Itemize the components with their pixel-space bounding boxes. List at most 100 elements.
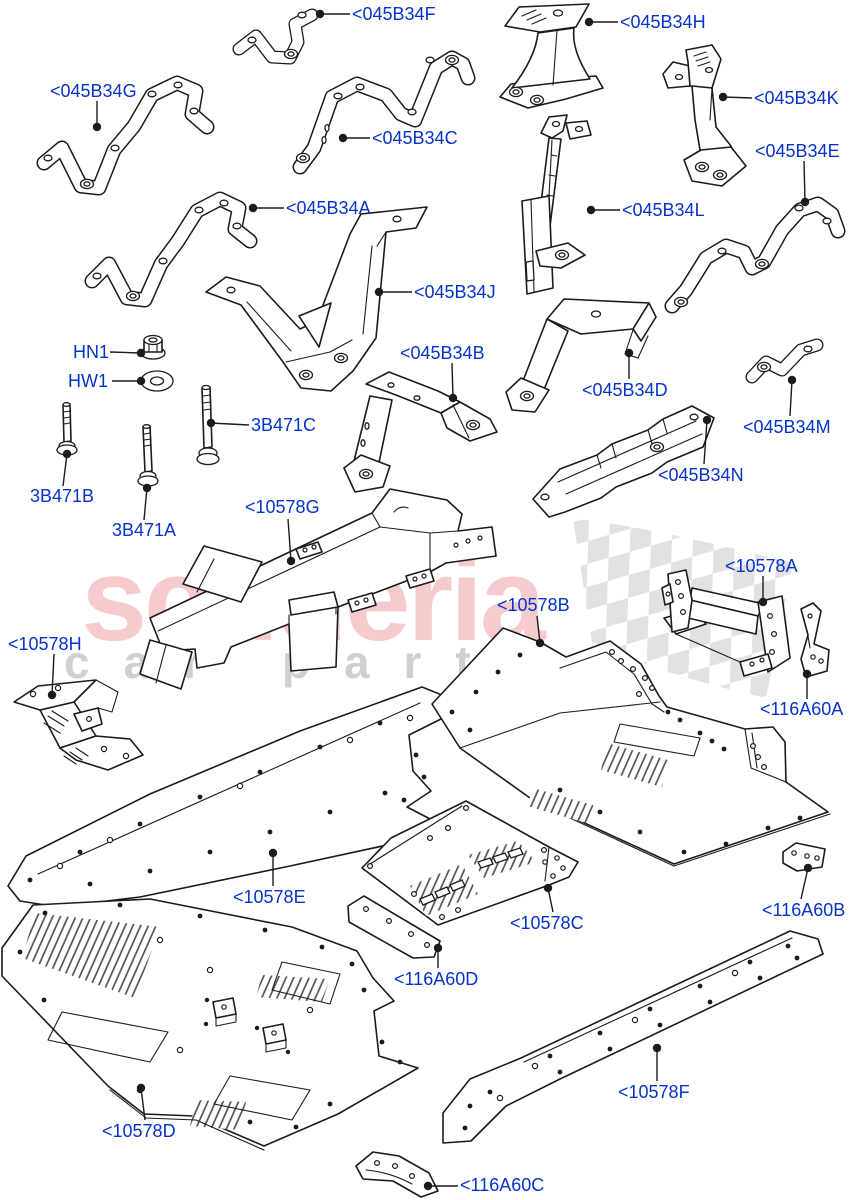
part-label-3B471A[interactable]: 3B471A — [112, 520, 177, 540]
leader-dot-10578G — [286, 556, 296, 566]
part-045B34M-drawing — [745, 338, 824, 384]
part-label-116A60A[interactable]: <116A60A — [760, 699, 844, 719]
part-label-045B34K[interactable]: <045B34K — [754, 88, 839, 108]
part-label-HN1[interactable]: HN1 — [73, 342, 110, 362]
leader-dot-045B34K — [718, 92, 728, 102]
part-label-10578C[interactable]: <10578C — [510, 913, 584, 933]
leader-line-3B471C — [210, 422, 250, 426]
leader-dot-116A60C — [423, 1181, 433, 1191]
part-label-3B471C[interactable]: 3B471C — [251, 415, 317, 435]
part-label-045B34D[interactable]: <045B34D — [582, 380, 668, 400]
part-HW1-drawing — [140, 370, 174, 392]
part-label-045B34H[interactable]: <045B34H — [620, 12, 706, 32]
leader-dot-045B34J — [374, 287, 384, 297]
leader-dot-10578H — [47, 690, 57, 700]
leader-line-045B34E — [803, 160, 806, 203]
leader-dot-3B471C — [206, 418, 216, 428]
part-label-10578B[interactable]: <10578B — [497, 595, 570, 615]
part-116A60D-drawing — [347, 895, 441, 959]
leader-dot-10578B — [535, 638, 545, 648]
leader-line-10578D — [140, 1087, 146, 1121]
part-045B34N-drawing — [532, 405, 715, 518]
leader-dot-045B34A — [248, 203, 258, 213]
part-label-045B34L[interactable]: <045B34L — [622, 200, 705, 220]
leader-line-3B471B — [62, 453, 68, 487]
part-label-045B34M[interactable]: <045B34M — [743, 417, 831, 437]
part-045B34A-drawing — [84, 191, 258, 308]
part-label-HW1[interactable]: HW1 — [68, 371, 108, 391]
part-10578H-drawing — [13, 679, 144, 771]
part-label-045B34C[interactable]: <045B34C — [372, 128, 458, 148]
part-045B34B-drawing — [343, 371, 498, 493]
leader-dot-10578C — [543, 883, 553, 893]
part-045B34K-drawing — [662, 44, 747, 187]
part-label-10578A[interactable]: <10578A — [725, 556, 798, 576]
leader-dot-045B34D — [624, 348, 634, 358]
part-label-116A60C[interactable]: <116A60C — [460, 1175, 545, 1195]
leader-dot-HN1 — [136, 348, 146, 358]
part-116A60A-drawing — [800, 602, 830, 678]
part-116A60C-drawing — [355, 1151, 439, 1198]
leader-line-HN1 — [109, 351, 142, 354]
leader-dot-045B34C — [338, 133, 348, 143]
part-label-045B34A[interactable]: <045B34A — [286, 198, 371, 218]
part-label-045B34G[interactable]: <045B34G — [50, 81, 137, 101]
part-label-045B34J[interactable]: <045B34J — [414, 282, 496, 302]
part-045B34J-drawing — [205, 206, 428, 392]
part-label-10578F[interactable]: <10578F — [618, 1082, 690, 1102]
leader-line-045B34B — [451, 362, 454, 399]
part-label-045B34B[interactable]: <045B34B — [400, 343, 485, 363]
leader-dot-045B34N — [702, 415, 712, 425]
part-3B471A-drawing — [137, 424, 159, 487]
part-045B34D-drawing — [505, 298, 657, 413]
leader-dot-045B34F — [315, 9, 325, 19]
leader-dot-3B471B — [62, 449, 72, 459]
part-10578F-drawing — [442, 930, 824, 1144]
part-045B34G-drawing — [36, 75, 215, 196]
part-label-10578H[interactable]: <10578H — [8, 634, 82, 654]
part-10578A-drawing — [661, 569, 791, 677]
leader-dot-10578E — [268, 848, 278, 858]
leader-lines — [47, 9, 813, 1191]
part-10578B-drawing — [431, 627, 831, 867]
leader-line-10578H — [51, 653, 55, 696]
part-3B471C-drawing — [196, 384, 220, 466]
leader-dot-045B34B — [448, 393, 458, 403]
part-10578G-drawing — [139, 488, 497, 690]
leader-dot-116A60A — [802, 669, 812, 679]
part-label-116A60D[interactable]: <116A60D — [394, 969, 479, 989]
part-10578E-drawing — [7, 686, 453, 908]
part-045B34H-drawing — [499, 3, 604, 109]
part-label-10578E[interactable]: <10578E — [233, 887, 306, 907]
part-045B34E-drawing — [664, 196, 846, 314]
part-10578D-drawing — [1, 898, 419, 1151]
part-label-045B34E[interactable]: <045B34E — [755, 141, 840, 161]
leader-dot-10578D — [136, 1083, 146, 1093]
part-label-045B34N[interactable]: <045B34N — [658, 465, 744, 485]
leader-line-10578G — [287, 518, 292, 562]
leader-dot-045B34G — [92, 122, 102, 132]
leader-line-045B34K — [722, 96, 753, 99]
part-116A60B-drawing — [782, 842, 826, 872]
leader-line-045B34N — [703, 419, 708, 465]
part-3B471B-drawing — [56, 402, 78, 456]
leader-dot-3B471A — [142, 483, 152, 493]
part-label-10578G[interactable]: <10578G — [245, 497, 320, 517]
part-label-045B34F[interactable]: <045B34F — [352, 4, 436, 24]
leader-line-116A60B — [800, 867, 809, 900]
leader-line-10578B — [536, 615, 541, 644]
leader-dot-10578A — [758, 597, 768, 607]
leader-line-3B471A — [143, 487, 148, 521]
part-label-10578D[interactable]: <10578D — [102, 1121, 176, 1141]
leader-line-045B34M — [789, 379, 793, 417]
part-label-116A60B[interactable]: <116A60B — [762, 900, 846, 920]
leader-dot-045B34M — [787, 375, 797, 385]
leader-dot-10578F — [652, 1043, 662, 1053]
leader-dot-HW1 — [136, 376, 146, 386]
part-label-3B471B[interactable]: 3B471B — [30, 486, 95, 506]
leader-dot-116A60D — [433, 943, 443, 953]
leader-dot-116A60B — [803, 863, 813, 873]
